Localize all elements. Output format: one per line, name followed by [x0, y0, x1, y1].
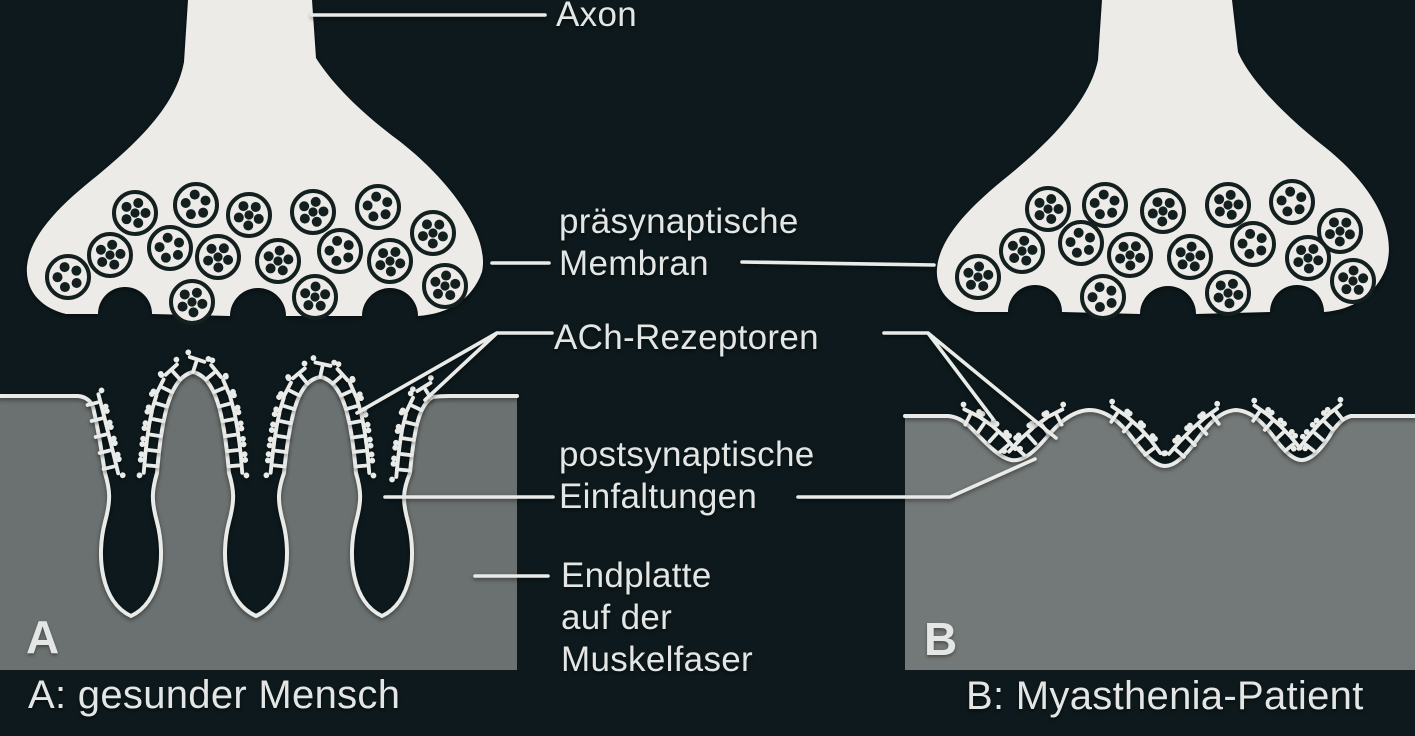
postsynaptic-folds-label: postsynaptische Einfaltungen	[559, 435, 815, 516]
postsynaptic-folds-pointer-right	[796, 457, 1037, 499]
axon-terminal-a	[26, 0, 484, 316]
postsynaptic-membrane-b	[903, 408, 1415, 468]
synaptic-vesicle-icon	[1167, 234, 1213, 280]
synaptic-vesicle-icon	[317, 228, 363, 274]
synaptic-vesicle-icon	[999, 228, 1045, 274]
synaptic-vesicle-icon	[45, 254, 91, 300]
presynaptic-membrane-label: präsynaptische Membran	[559, 202, 799, 283]
caption-panel-a: A: gesunder Mensch	[28, 673, 401, 717]
synaptic-vesicle-icon	[147, 225, 193, 271]
synaptic-vesicle-icon	[1205, 270, 1251, 316]
synaptic-vesicle-icon	[1330, 258, 1376, 304]
synaptic-vesicle-icon	[112, 190, 158, 236]
synaptic-vesicle-icon	[87, 232, 133, 278]
presynaptic-membrane-pointer-right	[740, 260, 936, 267]
muscle-endplate-b	[905, 410, 1415, 670]
panel-letter-a: A	[26, 611, 60, 663]
synaptic-vesicle-icon	[290, 189, 336, 235]
synaptic-vesicle-icon	[195, 234, 241, 280]
synaptic-vesicle-icon	[1082, 182, 1128, 228]
synaptic-vesicle-icon	[367, 238, 413, 284]
synaptic-vesicle-icon	[410, 210, 456, 256]
synaptic-vesicle-icon	[1205, 182, 1251, 228]
synaptic-vesicle-icon	[255, 238, 301, 284]
synaptic-vesicle-icon	[1317, 208, 1363, 254]
synaptic-vesicle-icon	[1140, 188, 1186, 234]
ach-receptors-pointer-right	[882, 331, 1058, 440]
ach-receptors-label: ACh-Rezeptoren	[554, 318, 819, 357]
synaptic-vesicle-icon	[173, 182, 219, 228]
postsynaptic-membrane-a	[0, 370, 519, 618]
synaptic-vesicle-icon	[1107, 232, 1153, 278]
ach-receptors-pointer-left	[355, 331, 554, 415]
synaptic-vesicle-icon	[1285, 235, 1331, 281]
caption-panel-b: B: Myasthenia-Patient	[966, 674, 1364, 718]
synaptic-vesicle-icon	[955, 254, 1001, 300]
synaptic-vesicle-icon	[1025, 186, 1071, 232]
synaptic-vesicle-icon	[1230, 221, 1276, 267]
synaptic-vesicle-icon	[1269, 179, 1315, 225]
panel-letter-b: B	[924, 613, 958, 665]
synaptic-vesicle-icon	[169, 279, 215, 325]
synaptic-vesicle-icon	[292, 274, 338, 320]
synaptic-vesicles-b	[955, 179, 1376, 320]
axon-label: Axon	[556, 0, 637, 34]
axon-terminal-b	[936, 0, 1389, 314]
synaptic-vesicle-icon	[226, 192, 272, 238]
endplate-label: Endplatte auf der Muskelfaser	[561, 556, 753, 679]
synaptic-vesicle-icon	[355, 184, 401, 230]
synaptic-vesicles-a	[45, 182, 468, 325]
synaptic-vesicle-icon	[422, 263, 468, 309]
synaptic-vesicle-icon	[1080, 274, 1126, 320]
synaptic-vesicle-icon	[1058, 220, 1104, 266]
